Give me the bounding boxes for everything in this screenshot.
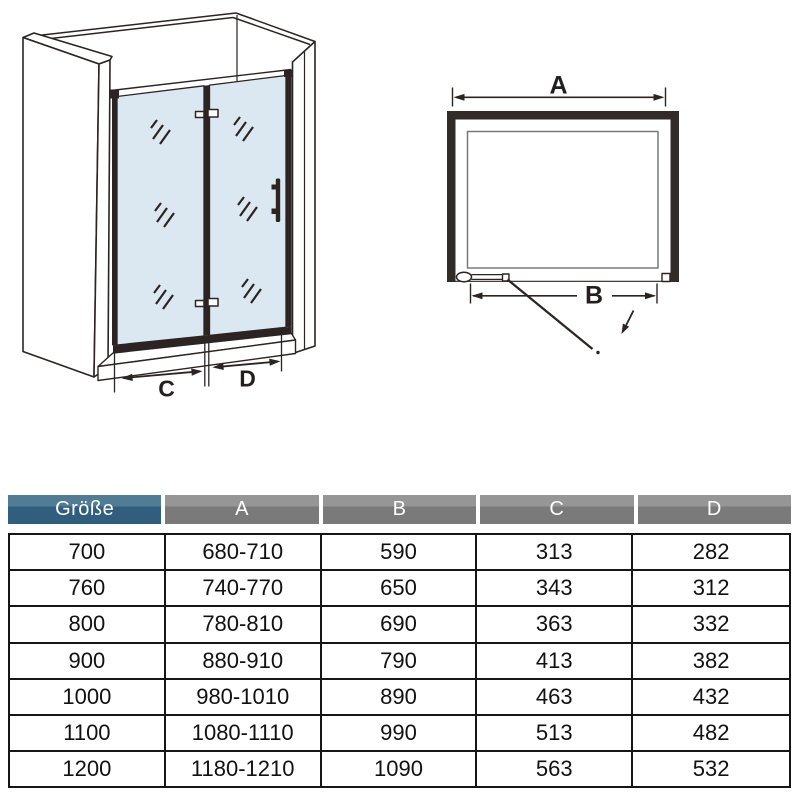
dim-label-b: B — [585, 282, 603, 310]
table-header-d: D — [637, 495, 791, 524]
diagrams-canvas: C D — [22, 12, 679, 402]
fold-post — [204, 85, 210, 336]
cell-d: 332 — [692, 611, 730, 637]
top-view-diagram: A B — [447, 72, 679, 355]
wall-top — [447, 111, 679, 120]
dim-label-c: C — [158, 376, 175, 402]
hinge-bottom — [194, 297, 219, 308]
cell-b: 590 — [322, 535, 478, 570]
cell-c: 313 — [477, 535, 634, 570]
left-profile-cap — [109, 89, 119, 99]
cell-d: 532 — [692, 756, 730, 782]
cell-b: 790 — [322, 643, 478, 678]
cell-c: 413 — [477, 643, 634, 678]
cell-a: 680-710 — [166, 535, 322, 570]
cell-groesse: 1100 — [10, 715, 166, 751]
right-wall-profile-plan — [661, 272, 671, 283]
fold-pivot-block — [501, 273, 510, 282]
cell-groesse: 760 — [10, 571, 166, 606]
cell-groesse: 1200 — [10, 752, 166, 787]
table-header-row: Größe A B C D — [8, 495, 791, 524]
table-row: 1200 1180-1210 1090 563 532 — [10, 752, 789, 787]
cell-d: 382 — [692, 647, 730, 673]
top-track-line — [110, 68, 292, 92]
hinge-top — [194, 108, 219, 119]
table-row: 1100 1080-1110 990 513 482 — [10, 715, 789, 753]
dim-label-a: A — [549, 72, 567, 100]
cell-b: 690 — [322, 607, 478, 642]
cell-c: 343 — [477, 571, 634, 606]
table-body: 700 680-710 590 313 282 760 740-770 650 … — [8, 533, 791, 789]
table-header-a: A — [165, 495, 319, 524]
door-handle — [271, 178, 281, 222]
swing-arrow-head — [621, 323, 630, 334]
wall-frame — [447, 111, 679, 282]
cell-d: 282 — [692, 539, 730, 565]
shower-tray-apron — [97, 339, 297, 382]
cell-a: 780-810 — [166, 607, 322, 642]
cell-a: 740-770 — [166, 571, 322, 606]
table-row: 1000 980-1010 890 463 432 — [10, 679, 789, 716]
dimension-a — [451, 87, 667, 107]
cell-d: 482 — [692, 720, 730, 746]
size-table: Größe A B C D 700 680-710 590 313 282 76… — [8, 495, 791, 789]
cell-groesse: 700 — [10, 535, 166, 570]
table-row: 900 880-910 790 413 382 — [10, 643, 789, 680]
table-row: 700 680-710 590 313 282 — [10, 535, 789, 572]
hinge-pivot-left — [455, 271, 473, 283]
table-row: 760 740-770 650 343 312 — [10, 571, 789, 608]
right-wall — [291, 40, 316, 355]
table-header-groesse: Größe — [8, 495, 162, 524]
table-header-c: C — [480, 495, 634, 524]
wall-left — [447, 111, 456, 282]
door-edge-dot — [596, 350, 600, 355]
dimension-b — [469, 283, 658, 304]
cell-groesse: 1000 — [10, 679, 166, 714]
cell-c: 463 — [477, 679, 634, 714]
tray-outline — [466, 130, 659, 269]
wall-right — [670, 111, 679, 282]
right-profile-cap — [284, 69, 293, 77]
bottom-threshold-bar — [113, 326, 292, 353]
cell-c: 363 — [477, 607, 634, 642]
right-wall-profile — [284, 69, 293, 328]
cell-groesse: 800 — [10, 607, 166, 642]
cell-d: 432 — [692, 683, 730, 709]
cell-c: 563 — [477, 752, 634, 787]
front-view-diagram: C D — [22, 12, 316, 402]
cell-b: 990 — [322, 715, 478, 751]
table-row: 800 780-810 690 363 332 — [10, 607, 789, 644]
cell-b: 890 — [322, 679, 478, 714]
cell-a: 880-910 — [166, 643, 322, 678]
cell-a: 980-1010 — [166, 679, 322, 714]
cell-d: 312 — [692, 575, 730, 601]
left-wall-profile — [109, 89, 119, 346]
cell-b: 1090 — [322, 752, 478, 787]
dim-line-c — [123, 370, 201, 379]
door-plan — [455, 271, 671, 355]
cell-a: 1080-1110 — [166, 715, 322, 751]
cell-c: 513 — [477, 715, 634, 751]
table-header-b: B — [322, 495, 477, 524]
left-wall-outer-face — [22, 36, 100, 378]
back-wall-top-edges — [37, 12, 316, 82]
dim-line-d — [214, 360, 279, 369]
open-door-line — [506, 278, 594, 350]
cell-b: 650 — [322, 571, 478, 606]
dimension-cd — [113, 330, 283, 393]
cell-a: 1180-1210 — [166, 752, 322, 787]
cell-groesse: 900 — [10, 643, 166, 678]
left-wall — [22, 32, 113, 378]
swing-arrow-line — [624, 310, 635, 327]
dim-label-d: D — [239, 366, 256, 392]
